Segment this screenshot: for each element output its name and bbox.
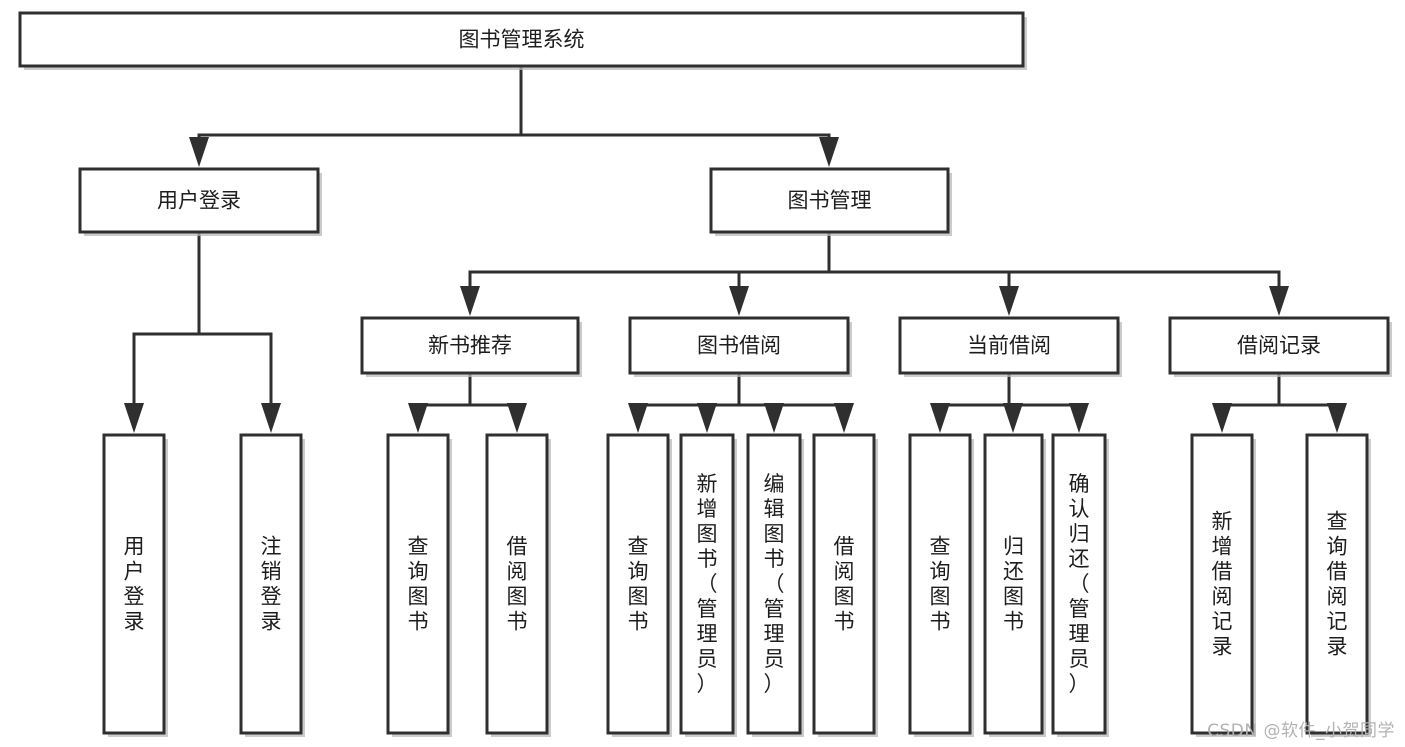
- arrow-head-icon: [764, 403, 784, 433]
- node-box[interactable]: [18, 11, 1025, 68]
- arrow-head-icon: [819, 137, 839, 167]
- node-borrow-records[interactable]: 借阅记录: [1168, 316, 1392, 377]
- node-box[interactable]: [746, 433, 802, 735]
- node-box[interactable]: [1168, 316, 1390, 375]
- node-label: 当前借阅: [967, 334, 1051, 358]
- node-leaf-query-book-1[interactable]: 查询图书: [386, 433, 452, 737]
- node-box[interactable]: [360, 316, 580, 375]
- node-box[interactable]: [1305, 433, 1369, 735]
- node-label: 注销登录: [261, 535, 282, 634]
- node-box[interactable]: [628, 316, 850, 375]
- node-box[interactable]: [983, 433, 1044, 735]
- arrow-head-icon: [460, 286, 480, 316]
- node-box[interactable]: [679, 433, 735, 735]
- node-label: 用户登录: [124, 535, 145, 634]
- connector-root: [189, 64, 839, 167]
- node-label: 图书管理: [788, 189, 872, 213]
- node-leaf-query-record[interactable]: 查询借阅记录: [1305, 433, 1371, 737]
- node-label: 图书借阅: [697, 334, 781, 358]
- arrow-head-icon: [1003, 403, 1023, 433]
- arrow-head-icon: [930, 403, 950, 433]
- arrow-head-icon: [189, 137, 209, 167]
- node-label: 查询图书: [628, 535, 649, 634]
- nodes-layer: 图书管理系统用户登录图书管理新书推荐图书借阅当前借阅借阅记录用户登录注销登录查询…: [18, 11, 1392, 737]
- node-label: 借阅图书: [834, 535, 855, 634]
- arrow-head-icon: [697, 403, 717, 433]
- connector-current-borrow: [930, 371, 1089, 433]
- node-current-borrow[interactable]: 当前借阅: [898, 316, 1122, 377]
- arrow-head-icon: [1212, 403, 1232, 433]
- node-label: 新书推荐: [428, 334, 512, 358]
- arrow-head-icon: [999, 286, 1019, 316]
- arrow-head-icon: [834, 403, 854, 433]
- node-leaf-query-book-2[interactable]: 查询图书: [606, 433, 672, 737]
- node-label: 归还图书: [1003, 535, 1024, 634]
- node-book-management[interactable]: 图书管理: [709, 167, 952, 236]
- node-leaf-confirm-return[interactable]: 确认归还（管理员）: [1051, 433, 1109, 737]
- node-leaf-logout[interactable]: 注销登录: [239, 433, 305, 737]
- node-label: 图书管理系统: [459, 28, 585, 52]
- arrow-head-icon: [261, 403, 281, 433]
- node-box[interactable]: [898, 316, 1120, 375]
- node-label: 确认归还（管理员）: [1069, 472, 1090, 696]
- connector-book-management: [460, 230, 1289, 316]
- node-leaf-query-book-3[interactable]: 查询图书: [908, 433, 974, 737]
- node-box[interactable]: [812, 433, 876, 735]
- arrow-head-icon: [1327, 403, 1347, 433]
- node-leaf-return-book[interactable]: 归还图书: [983, 433, 1046, 737]
- node-box[interactable]: [386, 433, 450, 735]
- node-box[interactable]: [102, 433, 166, 735]
- arrow-head-icon: [124, 403, 144, 433]
- arrow-head-icon: [1269, 286, 1289, 316]
- node-box[interactable]: [606, 433, 670, 735]
- node-new-book-recommend[interactable]: 新书推荐: [360, 316, 582, 377]
- node-box[interactable]: [239, 433, 303, 735]
- node-box[interactable]: [485, 433, 549, 735]
- node-box[interactable]: [908, 433, 972, 735]
- arrow-head-icon: [408, 403, 428, 433]
- arrow-head-icon: [507, 403, 527, 433]
- node-leaf-borrow-book-2[interactable]: 借阅图书: [812, 433, 878, 737]
- node-book-borrow[interactable]: 图书借阅: [628, 316, 852, 377]
- node-box[interactable]: [78, 167, 320, 234]
- node-box[interactable]: [709, 167, 950, 234]
- node-leaf-user-login[interactable]: 用户登录: [102, 433, 168, 737]
- node-label: 查询图书: [930, 535, 951, 634]
- connectors-layer: [124, 64, 1347, 433]
- node-leaf-add-record[interactable]: 新增借阅记录: [1190, 433, 1256, 737]
- node-leaf-borrow-book-1[interactable]: 借阅图书: [485, 433, 551, 737]
- node-label: 新增图书（管理员）: [697, 472, 718, 696]
- node-box[interactable]: [1190, 433, 1254, 735]
- node-user-login[interactable]: 用户登录: [78, 167, 322, 236]
- node-leaf-edit-book[interactable]: 编辑图书（管理员）: [746, 433, 804, 737]
- arrow-head-icon: [729, 286, 749, 316]
- node-label: 借阅图书: [507, 535, 528, 634]
- node-label: 新增借阅记录: [1212, 510, 1233, 659]
- connector-borrow-records: [1212, 371, 1347, 433]
- node-label: 查询借阅记录: [1327, 510, 1348, 659]
- node-label: 编辑图书（管理员）: [764, 472, 785, 696]
- node-root[interactable]: 图书管理系统: [18, 11, 1027, 70]
- watermark: CSDN @软件_小贺同学: [1207, 721, 1395, 741]
- arrow-head-icon: [1069, 403, 1089, 433]
- node-label: 借阅记录: [1237, 334, 1321, 358]
- node-label: 查询图书: [408, 535, 429, 634]
- connector-user-login: [124, 230, 281, 433]
- arrow-head-icon: [628, 403, 648, 433]
- connector-new-book-recommend: [408, 371, 527, 433]
- connector-book-borrow: [628, 371, 854, 433]
- node-leaf-add-book[interactable]: 新增图书（管理员）: [679, 433, 737, 737]
- node-label: 用户登录: [157, 189, 241, 213]
- node-box[interactable]: [1051, 433, 1107, 735]
